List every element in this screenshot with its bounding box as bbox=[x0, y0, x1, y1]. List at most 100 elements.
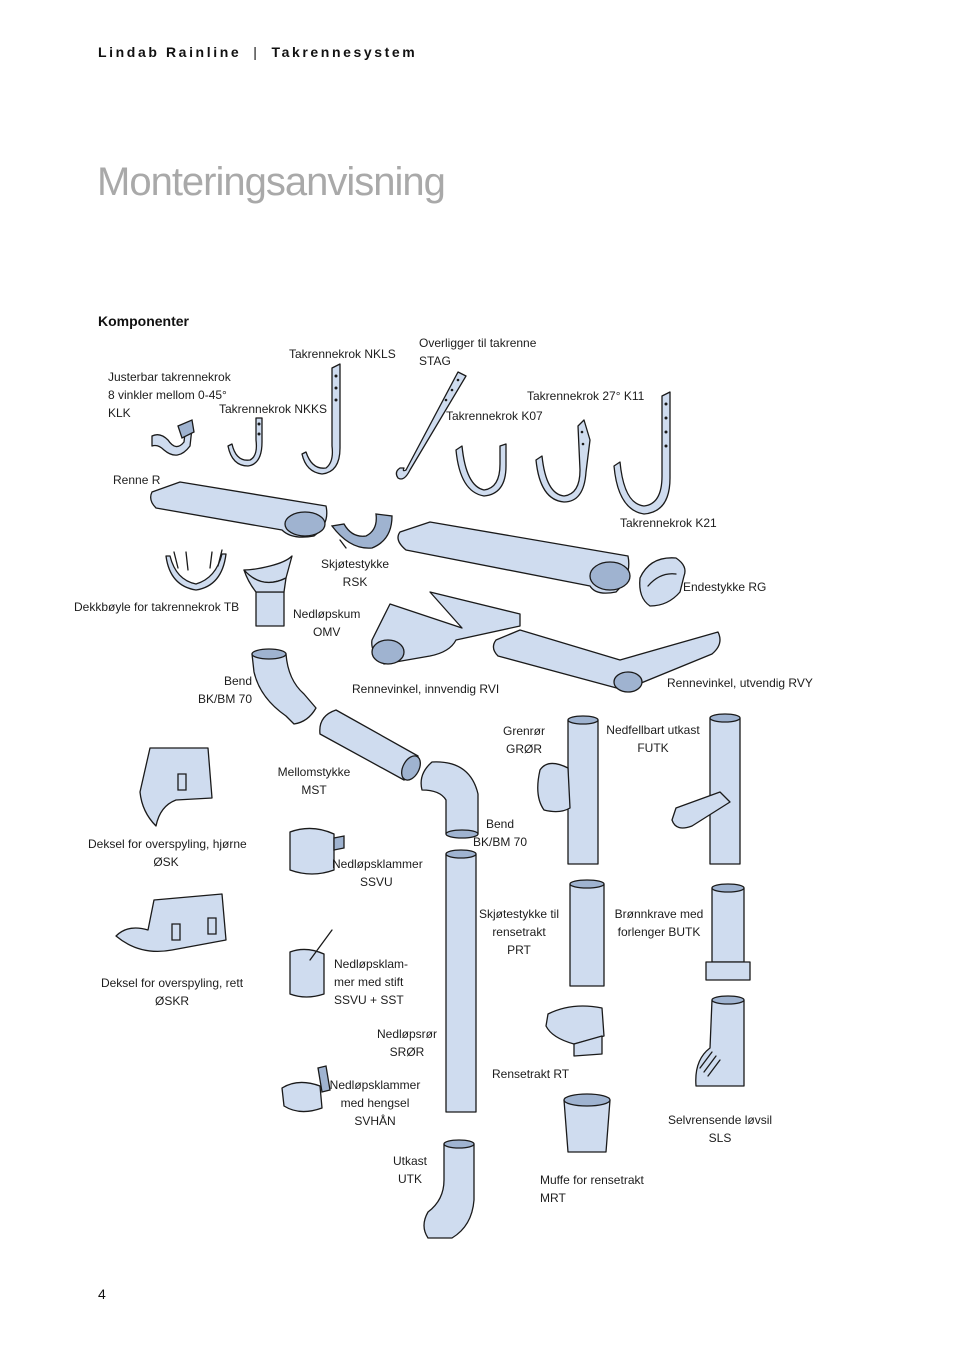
label-rt: Rensetrakt RT bbox=[492, 1067, 570, 1081]
mst-pipe-illustration bbox=[319, 709, 421, 781]
svhan-name-line-1: Nedløpsklammer bbox=[329, 1078, 421, 1092]
label-stag: Overligger til takrenne STAG bbox=[419, 334, 536, 370]
label-tb: Dekkbøyle for takrennekrok TB bbox=[74, 600, 240, 614]
gror-code: GRØR bbox=[506, 742, 542, 756]
osk-cover-illustration bbox=[139, 747, 213, 827]
label-osk: Deksel for overspyling, hjørne ØSK bbox=[88, 835, 247, 871]
k11-hook-illustration bbox=[535, 419, 591, 503]
header-section: Takrennesystem bbox=[271, 44, 418, 60]
label-futk: Nedfellbart utkast FUTK bbox=[606, 721, 700, 757]
label-oskr: Deksel for overspyling, rett ØSKR bbox=[100, 974, 244, 1010]
osk-code: ØSK bbox=[153, 855, 179, 869]
label-prt: Skjøtestykke til rensetrakt PRT bbox=[478, 905, 560, 959]
label-bend-2: Bend BK/BM 70 bbox=[470, 815, 530, 851]
sror-pipe-illustration bbox=[445, 849, 477, 1113]
label-k07: Takrennekrok K07 bbox=[446, 409, 543, 423]
stag-bar-illustration bbox=[395, 371, 467, 480]
butk-collar-illustration bbox=[705, 883, 751, 981]
label-mst: Mellomstykke MST bbox=[272, 763, 356, 799]
page-number: 4 bbox=[98, 1286, 106, 1302]
header-brand: Lindab Rainline bbox=[98, 44, 242, 60]
sror-code: SRØR bbox=[389, 1045, 425, 1059]
label-k21: Takrennekrok K21 bbox=[620, 516, 717, 530]
mrt-name: Muffe for rensetrakt bbox=[540, 1173, 644, 1187]
sst-name-line-2: mer med stift bbox=[334, 975, 404, 989]
prt-name-line-1: Skjøtestykke til bbox=[478, 907, 559, 921]
rvi-corner-illustration bbox=[371, 591, 521, 665]
stag-code: STAG bbox=[419, 354, 451, 368]
oskr-name: Deksel for overspyling, rett bbox=[100, 976, 244, 990]
label-klk: Justerbar takrennekrok 8 vinkler mellom … bbox=[108, 368, 231, 422]
mrt-socket-illustration bbox=[563, 1093, 611, 1153]
page-title: Monteringsanvisning bbox=[97, 160, 446, 204]
label-nkls: Takrennekrok NKLS bbox=[289, 347, 396, 361]
label-sror: Nedløpsrør SRØR bbox=[372, 1025, 442, 1061]
klk-code: KLK bbox=[108, 406, 131, 420]
klk-name-line-1: Justerbar takrennekrok bbox=[108, 370, 231, 384]
gror-name: Grenrør bbox=[503, 724, 545, 738]
label-nkks: Takrennekrok NKKS bbox=[219, 402, 328, 416]
butk-name-line-2: forlenger BUTK bbox=[617, 925, 701, 939]
oskr-cover-illustration bbox=[115, 893, 227, 953]
futk-outlet-illustration bbox=[671, 713, 741, 865]
prt-name-line-2: rensetrakt bbox=[492, 925, 546, 939]
mst-name: Mellomstykke bbox=[277, 765, 351, 779]
ssvu-code: SSVU bbox=[360, 875, 393, 889]
label-ssvu: Nedløpsklammer SSVU bbox=[332, 855, 423, 891]
ssvu-name: Nedløpsklammer bbox=[332, 857, 423, 871]
svhan-name-line-3: SVHÅN bbox=[354, 1114, 396, 1128]
label-rvy: Rennevinkel, utvendig RVY bbox=[667, 676, 813, 690]
k07-hook-illustration bbox=[455, 443, 507, 497]
bend-1-illustration bbox=[251, 648, 317, 725]
stag-name: Overligger til takrenne bbox=[419, 336, 537, 350]
svhan-clamp-illustration bbox=[281, 1065, 331, 1113]
label-sls: Selvrensende løvsil SLS bbox=[668, 1111, 772, 1147]
futk-name: Nedfellbart utkast bbox=[606, 723, 700, 737]
tb-bracket-illustration bbox=[165, 549, 227, 591]
bend-2-code: BK/BM 70 bbox=[472, 835, 528, 849]
rsk-name: Skjøtestykke bbox=[320, 557, 389, 571]
sst-clamp-illustration bbox=[289, 929, 333, 998]
utk-outlet-illustration bbox=[423, 1139, 475, 1239]
nkks-hook-illustration bbox=[227, 417, 263, 467]
sls-code: SLS bbox=[708, 1131, 732, 1145]
prt-joint-illustration bbox=[569, 879, 605, 987]
omv-outlet-illustration bbox=[243, 555, 293, 627]
renne-gutter-illustration bbox=[150, 481, 328, 538]
sls-filter-illustration bbox=[695, 995, 745, 1087]
rg-endcap-illustration bbox=[639, 557, 686, 607]
bend-1-name: Bend bbox=[223, 674, 252, 688]
rsk-code: RSK bbox=[342, 575, 368, 589]
svhan-name-line-2: med hengsel bbox=[340, 1096, 410, 1110]
rt-funnel-illustration bbox=[545, 1005, 605, 1057]
sror-name: Nedløpsrør bbox=[376, 1027, 437, 1041]
oskr-code: ØSKR bbox=[154, 994, 189, 1008]
omv-code: OMV bbox=[313, 625, 341, 639]
futk-code: FUTK bbox=[637, 741, 669, 755]
bend-2-name: Bend bbox=[485, 817, 515, 831]
section-heading: Komponenter bbox=[98, 313, 189, 329]
utk-code: UTK bbox=[398, 1172, 422, 1186]
label-renne: Renne R bbox=[113, 473, 161, 487]
osk-name: Deksel for overspyling, hjørne bbox=[88, 837, 247, 851]
k21-hook-illustration bbox=[613, 391, 671, 515]
label-mrt: Muffe for rensetrakt MRT bbox=[540, 1171, 644, 1207]
label-rg: Endestykke RG bbox=[683, 580, 767, 594]
rvy-corner-illustration bbox=[492, 629, 721, 693]
label-svhan: Nedløpsklammer med hengsel SVHÅN bbox=[328, 1076, 422, 1130]
omv-name: Nedløpskum bbox=[293, 607, 361, 621]
bend-2-illustration bbox=[420, 761, 479, 839]
label-rvi: Rennevinkel, innvendig RVI bbox=[352, 682, 500, 696]
label-k11: Takrennekrok 27° K11 bbox=[527, 389, 645, 403]
label-bend-1: Bend BK/BM 70 bbox=[180, 672, 252, 708]
sst-name-line-1: Nedløpsklam- bbox=[334, 957, 409, 971]
label-sst: Nedløpsklam- mer med stift SSVU + SST bbox=[334, 955, 408, 1009]
gror-branch-illustration bbox=[537, 715, 599, 865]
rsk-joint-illustration bbox=[330, 513, 393, 549]
klk-hook-illustration bbox=[151, 419, 195, 456]
label-omv: Nedløpskum OMV bbox=[293, 605, 360, 641]
label-gror: Grenrør GRØR bbox=[494, 722, 554, 758]
klk-name-line-2: 8 vinkler mellom 0-45° bbox=[108, 388, 227, 402]
label-utk: Utkast UTK bbox=[390, 1152, 430, 1188]
